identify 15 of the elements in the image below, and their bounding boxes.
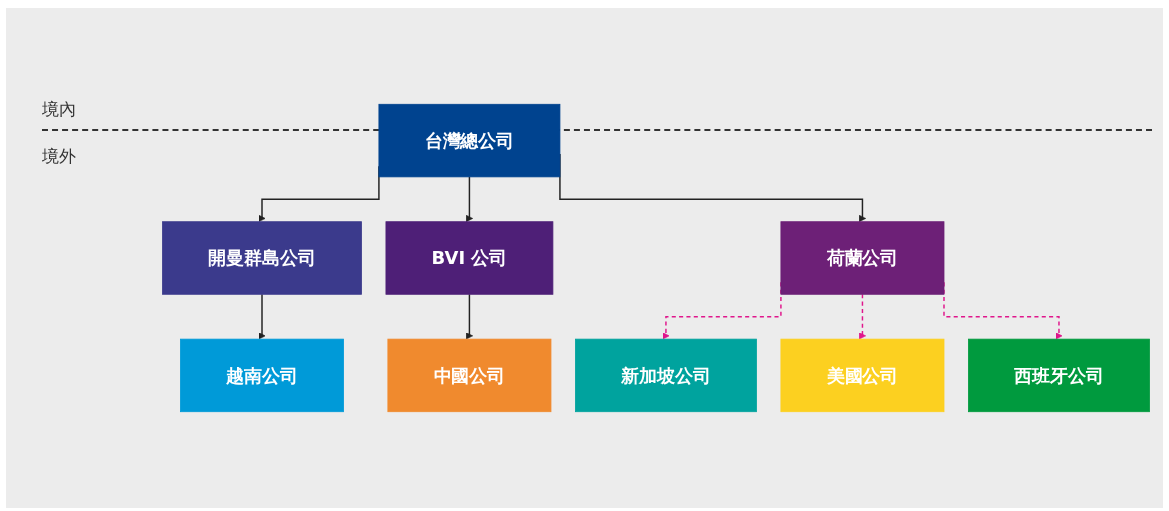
arrow [258,293,266,340]
node-box: 開曼群島公司 [162,221,362,295]
region-label: 境外 [42,145,77,168]
node-box: 越南公司 [180,338,344,413]
node-box: 新加坡公司 [575,338,757,413]
arrow [465,176,473,223]
region-label: 境內 [42,98,77,121]
node-box: 西班牙公司 [968,338,1150,413]
arrow [858,293,867,340]
node-box: 台灣總公司 [378,103,561,178]
node-box: 荷蘭公司 [780,221,945,295]
node-box: BVI 公司 [385,221,554,295]
node-box: 美國公司 [780,338,945,413]
arrow [465,293,473,340]
node-box: 中國公司 [387,338,552,413]
